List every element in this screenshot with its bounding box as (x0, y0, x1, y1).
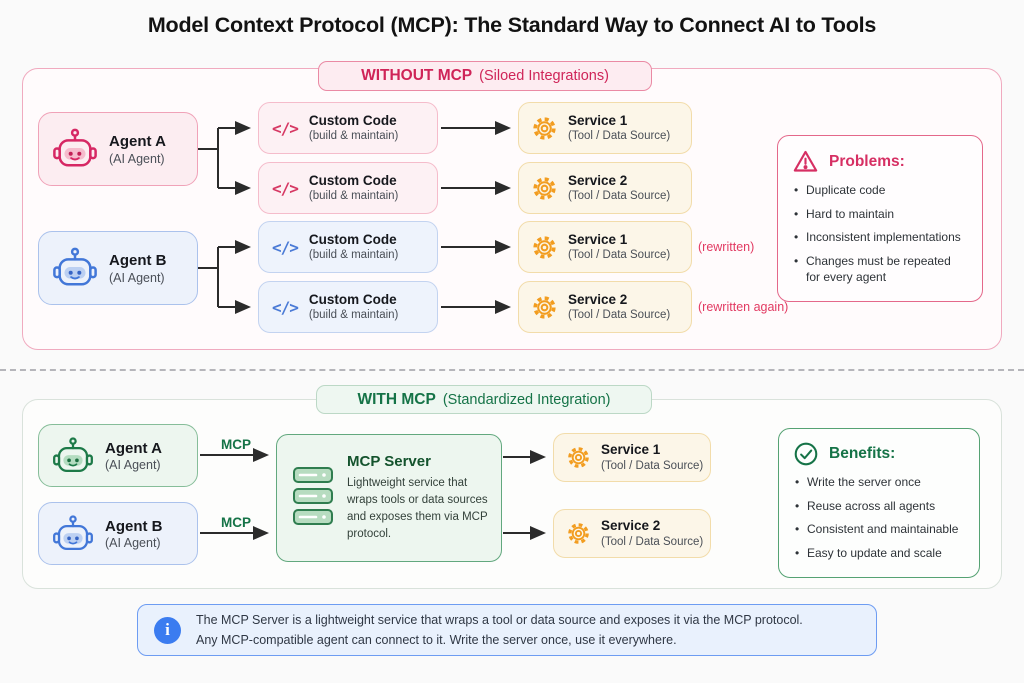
code-icon: </> (272, 237, 299, 257)
service-name: Service 2 (601, 518, 661, 534)
robot-icon (52, 245, 98, 291)
with-mcp-label: WITH MCP (Standardized Integration) (316, 385, 652, 414)
service-card-4: Service 2 (Tool / Data Source) (518, 281, 692, 333)
mcp-arrow-label: MCP (221, 437, 251, 452)
agent-b-card-with: Agent B (AI Agent) (38, 502, 198, 565)
agent-role: (AI Agent) (109, 151, 165, 166)
agent-a-card-with: Agent A (AI Agent) (38, 424, 198, 487)
service-sub: (Tool / Data Source) (568, 130, 671, 143)
info-line-2: Any MCP-compatible agent can connect to … (196, 633, 677, 647)
service-sub: (Tool / Data Source) (568, 309, 671, 322)
problems-heading: Problems: (829, 152, 905, 170)
agent-name: Agent A (105, 439, 162, 457)
section-divider (0, 369, 1024, 371)
benefits-heading: Benefits: (829, 445, 896, 462)
info-line-1: The MCP Server is a lightweight service … (196, 613, 803, 627)
gear-icon (566, 445, 591, 470)
service-card-with-1: Service 1 (Tool / Data Source) (553, 433, 711, 482)
without-mcp-label-main: WITHOUT MCP (361, 67, 473, 84)
info-icon-glyph: i (165, 620, 170, 639)
without-mcp-label: WITHOUT MCP (Siloed Integrations) (318, 61, 652, 91)
custom-code-card-4: </> Custom Code (build & maintain) (258, 281, 438, 333)
service-card-2: Service 2 (Tool / Data Source) (518, 162, 692, 214)
page-title: Model Context Protocol (MCP): The Standa… (147, 13, 877, 37)
without-mcp-label-sub: (Siloed Integrations) (479, 68, 609, 84)
agent-a-card-without: Agent A (AI Agent) (38, 112, 198, 186)
info-bar: i The MCP Server is a lightweight servic… (137, 604, 877, 656)
mcp-arrow-label: MCP (221, 515, 251, 530)
gear-icon (531, 175, 558, 202)
service-name: Service 1 (601, 442, 661, 458)
problems-item: Changes must be repeated for every agent (794, 253, 968, 285)
mcp-server-description: Lightweight service that wraps tools or … (347, 476, 488, 541)
service-sub: (Tool / Data Source) (568, 249, 671, 262)
robot-icon (52, 513, 94, 555)
rewritten-note: (rewritten) (698, 240, 755, 254)
custom-code-card-1: </> Custom Code (build & maintain) (258, 102, 438, 154)
with-mcp-label-sub: (Standardized Integration) (442, 391, 611, 408)
service-sub: (Tool / Data Source) (601, 535, 704, 548)
custom-code-sub: (build & maintain) (308, 249, 399, 262)
robot-icon (52, 435, 94, 477)
gear-icon (566, 521, 591, 546)
agent-name: Agent B (105, 517, 163, 535)
service-name: Service 1 (568, 112, 628, 128)
problems-list: Duplicate code Hard to maintain Inconsis… (794, 182, 968, 285)
check-circle-icon (793, 441, 819, 467)
problems-item: Inconsistent implementations (794, 229, 968, 245)
info-icon: i (154, 616, 181, 644)
benefits-panel: Benefits: Write the server once Reuse ac… (778, 428, 980, 578)
agent-role: (AI Agent) (105, 536, 161, 551)
gear-icon (531, 115, 558, 142)
agent-b-card-without: Agent B (AI Agent) (38, 231, 198, 305)
problems-item: Duplicate code (794, 182, 968, 198)
benefits-list: Write the server once Reuse across all a… (795, 474, 965, 561)
code-icon: </> (272, 178, 299, 198)
code-icon: </> (272, 297, 299, 317)
custom-code-sub: (build & maintain) (308, 130, 399, 143)
agent-name: Agent A (109, 133, 166, 151)
agent-name: Agent B (109, 252, 167, 270)
custom-code-title: Custom Code (308, 291, 397, 307)
rewritten-again-note: (rewritten again) (698, 300, 789, 314)
problems-panel: Problems: Duplicate code Hard to maintai… (777, 135, 983, 302)
code-icon: </> (272, 118, 299, 138)
service-name: Service 2 (568, 172, 628, 188)
service-name: Service 2 (568, 291, 628, 307)
with-mcp-label-main: WITH MCP (357, 390, 436, 408)
service-card-1: Service 1 (Tool / Data Source) (518, 102, 692, 154)
problems-item: Hard to maintain (794, 206, 968, 222)
benefits-item: Easy to update and scale (795, 545, 965, 561)
robot-icon (52, 126, 98, 172)
service-card-with-2: Service 2 (Tool / Data Source) (553, 509, 711, 558)
custom-code-card-3: </> Custom Code (build & maintain) (258, 221, 438, 273)
mcp-server-card: MCP Server Lightweight service that wrap… (276, 434, 502, 562)
custom-code-title: Custom Code (308, 172, 397, 188)
service-card-3: Service 1 (Tool / Data Source) (518, 221, 692, 273)
gear-icon (531, 294, 558, 321)
custom-code-sub: (build & maintain) (308, 309, 399, 322)
custom-code-sub: (build & maintain) (308, 190, 399, 203)
warning-icon (792, 148, 819, 175)
server-stack-icon (291, 464, 335, 532)
benefits-item: Consistent and maintainable (795, 521, 965, 537)
agent-role: (AI Agent) (105, 458, 161, 473)
custom-code-title: Custom Code (308, 231, 397, 247)
benefits-item: Reuse across all agents (795, 498, 965, 514)
service-sub: (Tool / Data Source) (601, 459, 704, 472)
mcp-server-title: MCP Server (347, 452, 431, 470)
benefits-item: Write the server once (795, 474, 965, 490)
service-name: Service 1 (568, 231, 628, 247)
custom-code-card-2: </> Custom Code (build & maintain) (258, 162, 438, 214)
service-sub: (Tool / Data Source) (568, 190, 671, 203)
custom-code-title: Custom Code (308, 112, 397, 128)
gear-icon (531, 234, 558, 261)
agent-role: (AI Agent) (109, 270, 165, 285)
